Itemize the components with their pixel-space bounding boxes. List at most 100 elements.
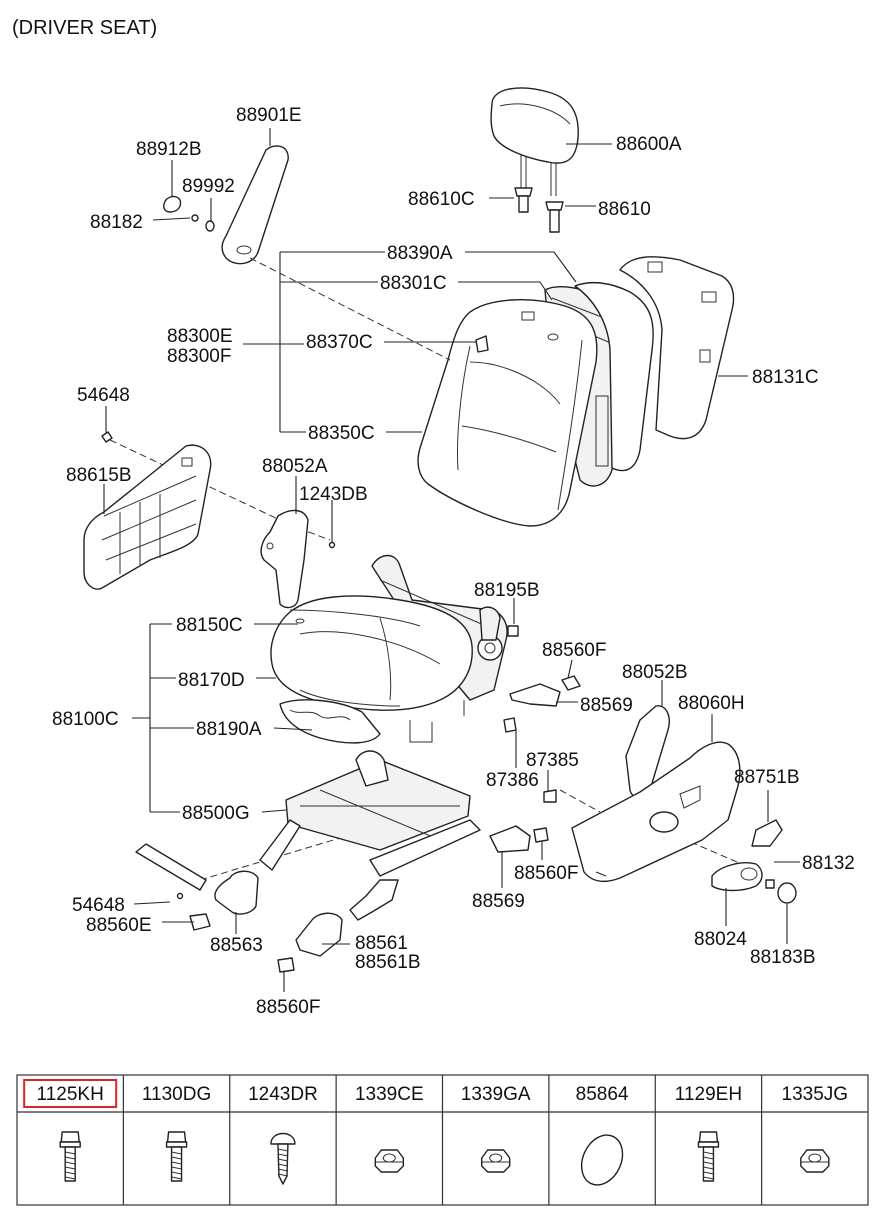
hex-bolt-icon	[697, 1131, 720, 1182]
callout-88560F-mid: 88560F	[514, 863, 578, 884]
hex-bolt-icon	[165, 1131, 188, 1182]
hex-nut-icon	[374, 1149, 405, 1173]
rail-cover-left-drawing	[214, 870, 259, 915]
hex-bolt-icon	[59, 1131, 81, 1182]
right-cover-routing-line	[559, 789, 601, 813]
clip-54648-lower-drawing	[176, 892, 184, 900]
trim-bracket-drawing	[751, 819, 783, 847]
bracket-88569-lower-drawing	[489, 825, 531, 853]
callout-88190A: 88190A	[196, 719, 262, 740]
back-pad-drawing	[574, 281, 654, 472]
headrest-drawing	[490, 87, 579, 196]
cap-88560f-lower-drawing	[277, 957, 295, 973]
callout-88610: 88610	[598, 199, 651, 220]
cap-88560e-drawing	[189, 913, 211, 931]
callout-88912B: 88912B	[136, 139, 202, 160]
hex-nut-icon	[480, 1149, 511, 1173]
headrest-guide-right-drawing	[545, 201, 564, 233]
cushion-bolt-drawing	[507, 625, 519, 637]
armrest-routing-line	[249, 257, 451, 361]
callout-88561B: 88561B	[355, 952, 421, 973]
rail-cover-88561-drawing	[295, 912, 343, 957]
clip-87385-drawing	[543, 789, 557, 803]
washer-drawing	[205, 220, 215, 232]
callout-88560E: 88560E	[86, 915, 152, 936]
callout-88569-lower: 88569	[472, 891, 525, 912]
rear-side-cover-drawing	[83, 444, 212, 590]
callout-1243DB: 1243DB	[299, 484, 368, 505]
armrest-screw-drawing	[191, 214, 199, 222]
callout-88560F-lower: 88560F	[256, 997, 320, 1018]
callout-88563: 88563	[210, 935, 263, 956]
knob-cap-drawing	[777, 882, 797, 904]
fastener-highlight-box	[23, 1079, 118, 1108]
cushion-pad-drawing	[279, 699, 381, 744]
callout-labels: 88901E 88912B 89992 88182 88600A 88610C …	[52, 105, 855, 1018]
callout-88300F: 88300F	[167, 346, 231, 367]
fastener-code-1243DR: 1243DR	[248, 1084, 318, 1105]
callout-88370C: 88370C	[306, 332, 373, 353]
callout-88170D: 88170D	[178, 670, 245, 691]
fastener-code-1125KH: 1125KH	[37, 1084, 104, 1105]
callout-87385: 87385	[526, 750, 579, 771]
callout-88132: 88132	[802, 853, 855, 874]
diagram-title: (DRIVER SEAT)	[12, 17, 157, 39]
cushion-screw-drawing	[328, 541, 336, 549]
callout-88561: 88561	[355, 933, 408, 954]
lower-routing-line	[199, 819, 401, 881]
headrest-guide-left-drawing	[514, 187, 533, 213]
callout-88615B: 88615B	[66, 465, 132, 486]
callout-88052A: 88052A	[262, 456, 328, 477]
seat-track-drawing	[259, 750, 481, 921]
callout-88100C: 88100C	[52, 709, 119, 730]
fastener-code-1129EH: 1129EH	[675, 1084, 742, 1105]
seat-side-cover-drawing	[571, 741, 741, 883]
callout-88024: 88024	[694, 929, 747, 950]
callout-89992: 89992	[182, 176, 235, 197]
cable-clip-drawing	[503, 717, 517, 733]
callout-88195B: 88195B	[474, 580, 540, 601]
leader-lines	[103, 128, 800, 992]
fastener-code-1130DG: 1130DG	[142, 1084, 211, 1105]
fastener-code-1339GA: 1339GA	[461, 1084, 531, 1105]
cushion-pad-wave	[289, 709, 351, 721]
callout-88182: 88182	[90, 212, 143, 233]
tapping-screw-icon	[270, 1132, 296, 1185]
callout-87386: 87386	[486, 770, 539, 791]
armrest-drawing	[221, 145, 289, 265]
seat-back-cushion-drawing	[417, 299, 598, 527]
fastener-code-85864: 85864	[576, 1084, 629, 1105]
callout-88610C: 88610C	[408, 189, 475, 210]
armrest-cap-drawing	[163, 195, 182, 213]
callout-88390A: 88390A	[387, 243, 453, 264]
seat-cushion-drawing	[270, 595, 473, 743]
callout-88500G: 88500G	[182, 803, 250, 824]
callout-88350C: 88350C	[308, 423, 375, 444]
back-board-drawing	[619, 256, 735, 440]
oval-plug-icon	[580, 1134, 624, 1186]
callout-88060H: 88060H	[678, 693, 745, 714]
callout-88751B: 88751B	[734, 767, 800, 788]
callout-88301C: 88301C	[380, 273, 447, 294]
callout-88183B: 88183B	[750, 947, 816, 968]
callout-88131C: 88131C	[752, 367, 819, 388]
fastener-code-1339CE: 1339CE	[355, 1084, 424, 1105]
callout-54648-upper: 54648	[77, 385, 130, 406]
fastener-code-1335JG: 1335JG	[782, 1084, 849, 1105]
hex-nut-icon	[800, 1149, 830, 1173]
callout-88052B: 88052B	[622, 662, 688, 683]
callout-54648-lower: 54648	[72, 895, 125, 916]
clip-88560f-mid-drawing	[533, 827, 549, 843]
clip-88560f-upper-drawing	[561, 675, 581, 691]
recliner-knob-drawing	[711, 862, 763, 892]
knob-screw-drawing	[765, 879, 775, 889]
callout-88569-upper: 88569	[580, 695, 633, 716]
callout-88300E: 88300E	[167, 326, 233, 347]
fastener-table: 1125KH 1130DG 1243DR 1339CE 1339GA 85864 1129E…	[16, 1074, 869, 1206]
callout-88560F-upper: 88560F	[542, 640, 606, 661]
cushion-guide-left-drawing	[260, 509, 309, 609]
bracket-88569-upper-drawing	[509, 683, 561, 707]
callout-88901E: 88901E	[236, 105, 302, 126]
link-rod-drawing	[135, 843, 207, 891]
